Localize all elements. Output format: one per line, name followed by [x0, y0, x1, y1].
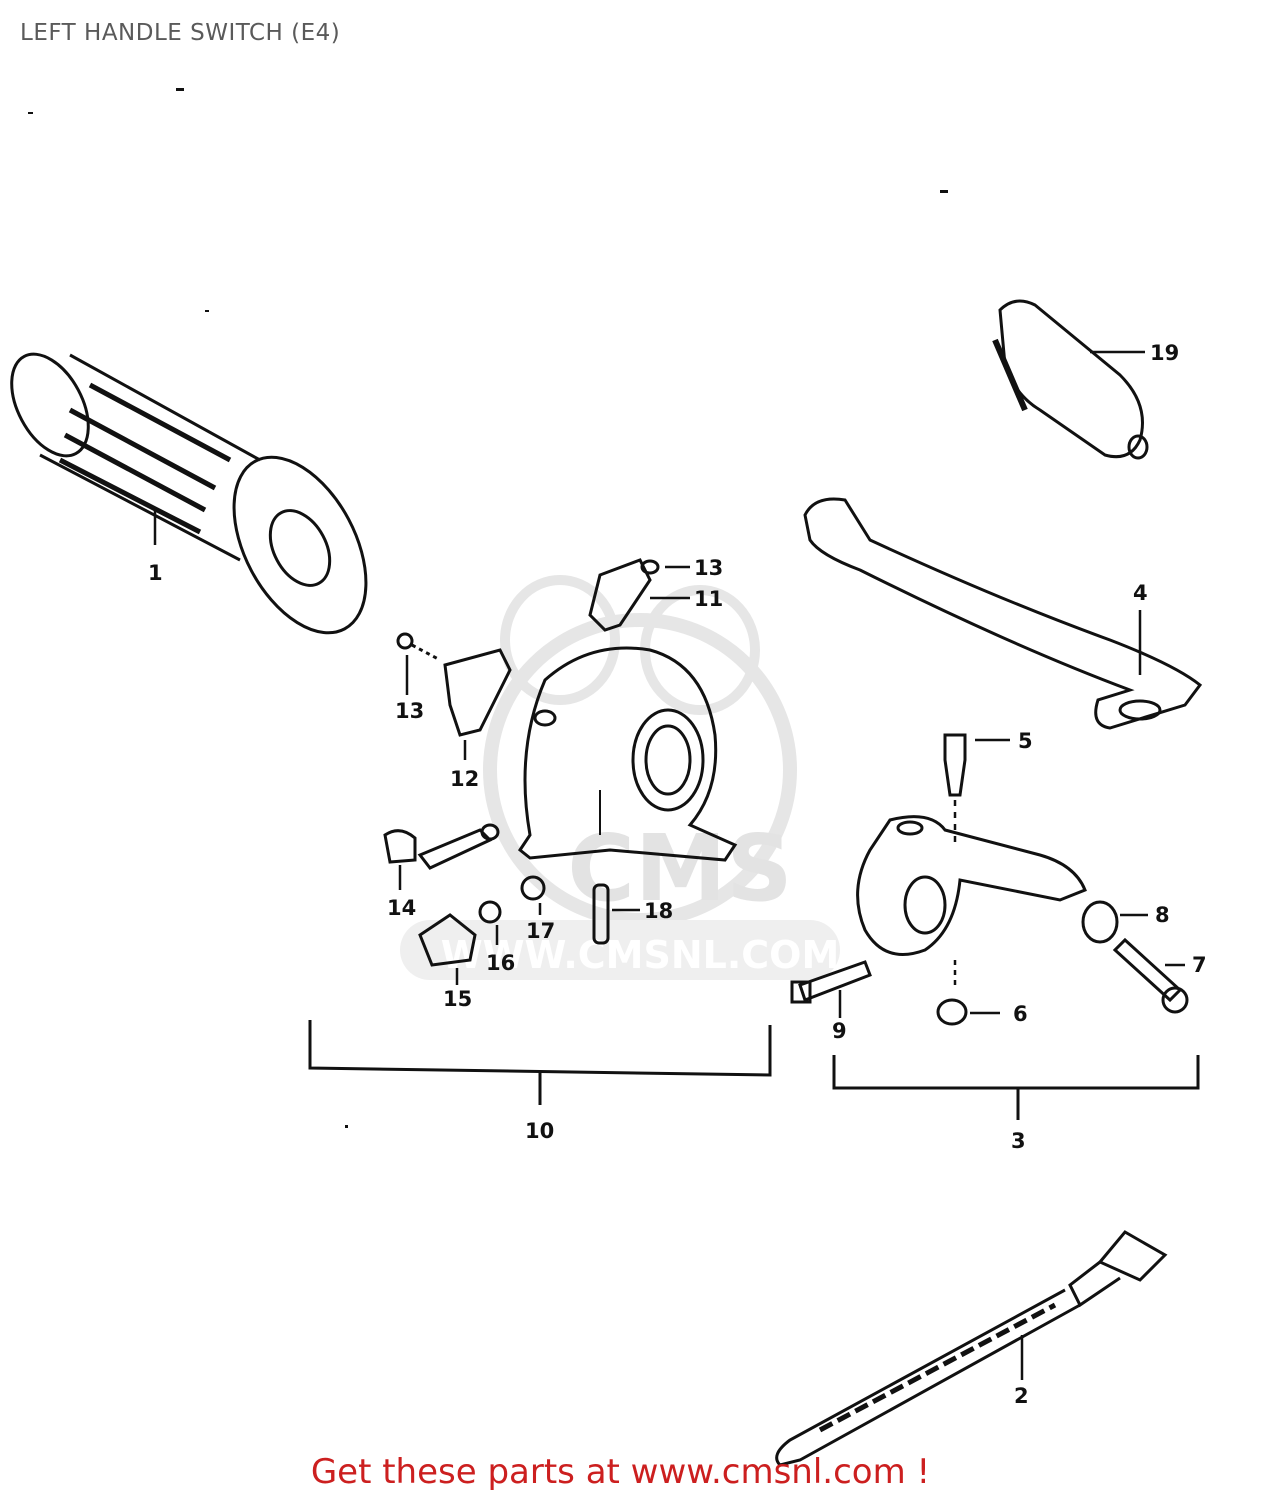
callout-17: 17 [526, 919, 555, 943]
group-10-bracket [308, 1020, 772, 1105]
group-3-bracket [832, 1055, 1200, 1120]
grip-part [10, 352, 368, 635]
band-part [775, 1230, 1168, 1467]
callout-19: 19 [1150, 341, 1179, 365]
footer-link[interactable]: Get these parts at www.cmsnl.com ! [310, 1452, 931, 1492]
callout-15: 15 [443, 987, 472, 1011]
callout-3: 3 [1011, 1129, 1026, 1153]
clutch-lever-part [803, 497, 1203, 730]
callout-6: 6 [1013, 1002, 1028, 1026]
callout-8: 8 [1155, 903, 1170, 927]
callout-7: 7 [1192, 953, 1207, 977]
watermark: CMS WWW.CMSNL.COM [400, 575, 840, 980]
switch-housing-part [517, 646, 738, 862]
callout-11: 11 [694, 587, 723, 611]
callout-10: 10 [525, 1119, 554, 1143]
callout-12: 12 [450, 767, 479, 791]
callout-13-top: 13 [694, 556, 723, 580]
lever-holder-part [790, 733, 1189, 1026]
switch-parts-small [383, 558, 690, 985]
callout-18: 18 [644, 899, 673, 923]
page-title: LEFT HANDLE SWITCH (E4) [20, 20, 341, 46]
callout-5: 5 [1018, 729, 1033, 753]
callout-16: 16 [486, 951, 515, 975]
lever-cover-part [992, 299, 1149, 460]
callout-1: 1 [148, 561, 163, 585]
callout-9: 9 [832, 1019, 847, 1043]
watermark-url: WWW.CMSNL.COM [441, 933, 840, 977]
scan-specks [28, 88, 948, 1128]
callout-4: 4 [1133, 581, 1148, 605]
callout-2: 2 [1014, 1384, 1029, 1408]
callout-14: 14 [387, 896, 416, 920]
callout-13-left: 13 [395, 699, 424, 723]
watermark-logo: CMS [567, 815, 792, 922]
